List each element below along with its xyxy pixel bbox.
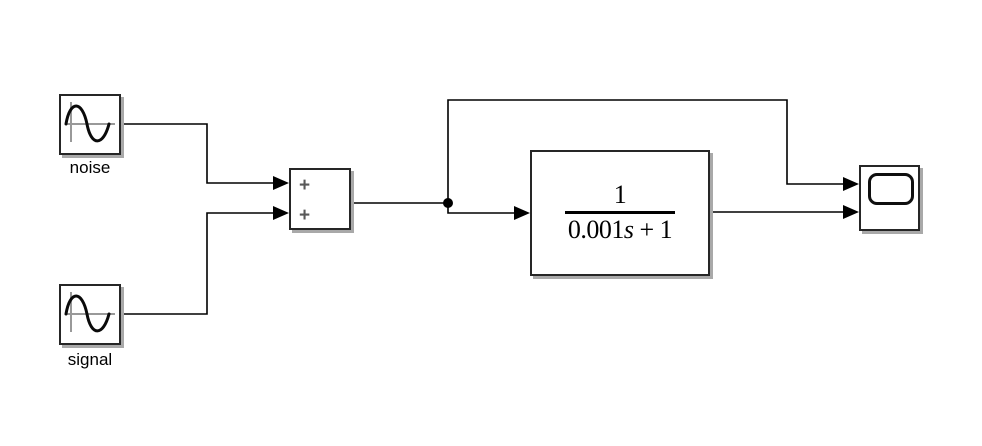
tf-denominator-coeff: 0.001 bbox=[567, 215, 625, 245]
sum-plus-sign-2: + bbox=[298, 205, 311, 226]
tf-denominator-var: s bbox=[623, 215, 634, 245]
sine-wave-icon bbox=[64, 292, 115, 333]
arrowhead-sum-in2 bbox=[273, 206, 289, 220]
branch-point-dot[interactable] bbox=[443, 198, 453, 208]
wire-sum-to-transfer-fcn[interactable] bbox=[351, 202, 514, 214]
arrowhead-transfer-fcn-in bbox=[514, 206, 530, 220]
scope-screen-icon bbox=[868, 173, 914, 205]
tf-denominator-rest: + 1 bbox=[633, 215, 673, 245]
transfer-fcn-expression: 1 0.001s + 1 bbox=[564, 180, 676, 245]
block-transfer-fcn[interactable]: 1 0.001s + 1 bbox=[530, 150, 710, 276]
tf-numerator: 1 bbox=[613, 180, 627, 210]
block-label-noise[interactable]: noise bbox=[69, 158, 111, 177]
sine-wave-icon bbox=[64, 102, 115, 143]
block-label-signal[interactable]: signal bbox=[67, 350, 113, 369]
block-signal-source[interactable] bbox=[59, 284, 121, 345]
arrowhead-sum-in1 bbox=[273, 176, 289, 190]
block-scope[interactable] bbox=[859, 165, 920, 231]
sum-plus-sign-1: + bbox=[298, 175, 311, 196]
block-noise-source[interactable] bbox=[59, 94, 121, 155]
block-sum[interactable]: + + bbox=[289, 168, 351, 230]
arrowhead-scope-in2 bbox=[843, 205, 859, 219]
wire-noise-to-sum[interactable] bbox=[121, 123, 273, 184]
wire-branch-to-scope[interactable] bbox=[447, 99, 843, 203]
arrowhead-scope-in1 bbox=[843, 177, 859, 191]
tf-denominator: 0.001s + 1 bbox=[564, 211, 676, 245]
wire-signal-to-sum[interactable] bbox=[121, 212, 273, 315]
